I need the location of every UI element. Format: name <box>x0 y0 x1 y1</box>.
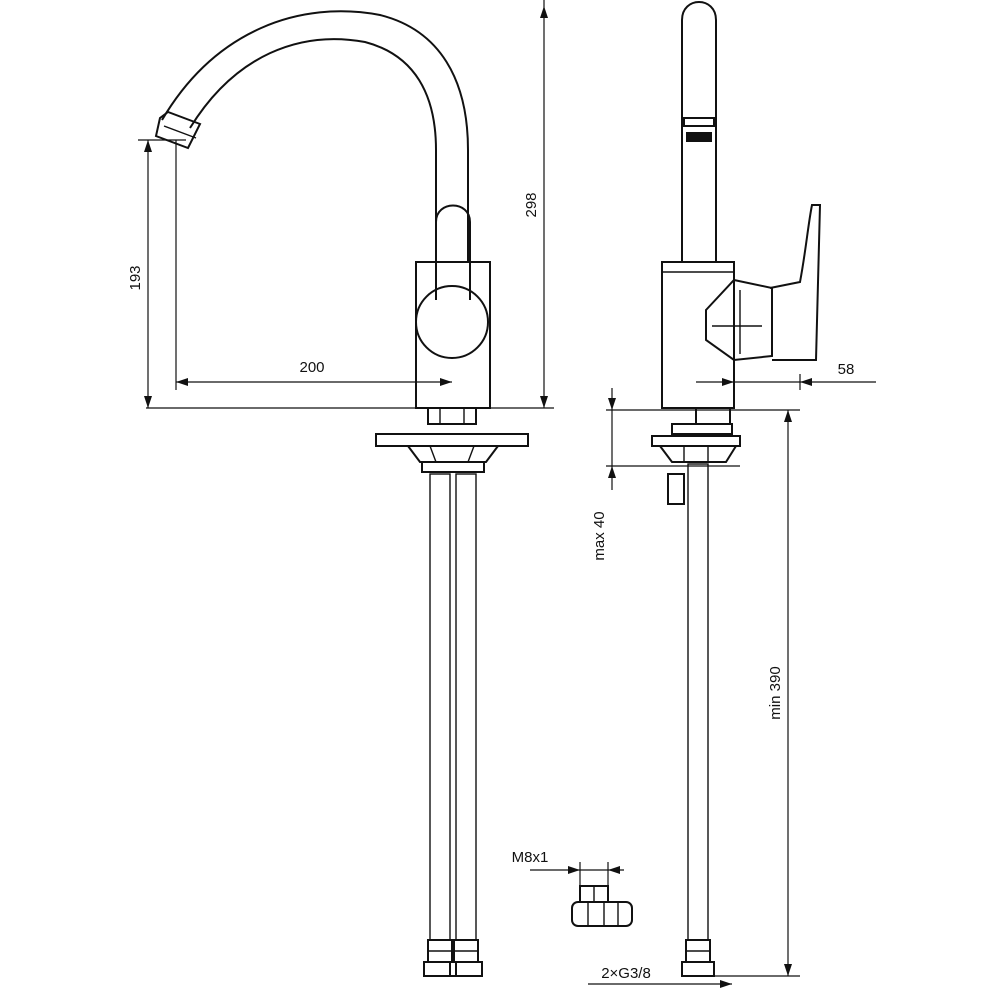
supply-hoses-front <box>423 473 483 977</box>
mounting-plate-side <box>651 435 741 447</box>
connection-label: 2×G3/8 <box>601 965 651 982</box>
max-counter-thickness-label: max 40 <box>591 511 608 560</box>
spout-column <box>681 1 717 262</box>
spout-reach-label: 200 <box>299 359 324 376</box>
side-body <box>661 261 735 409</box>
supply-hose-side <box>681 463 715 977</box>
nut-size-label: M8x1 <box>512 849 549 866</box>
spout-height-label: 193 <box>127 265 144 290</box>
aerator <box>154 110 202 150</box>
spout-inner <box>189 38 437 262</box>
lever-side <box>705 278 773 362</box>
dimension-min-hose-length: min 390 <box>700 410 800 977</box>
dimension-lever-projection: 58 <box>696 361 876 392</box>
spout-outer <box>161 10 469 262</box>
side-view: 58 max 40 min 390 2×G3/8 <box>588 1 876 988</box>
total-height-label: 298 <box>523 192 540 217</box>
dimension-spout-height: 193 <box>127 139 186 408</box>
front-view: 193 200 298 <box>127 0 554 977</box>
lever-projection-label: 58 <box>838 361 855 378</box>
lever-handle <box>435 204 471 300</box>
callout-connection: 2×G3/8 <box>588 965 732 988</box>
fixing-bracket <box>407 445 499 463</box>
dimension-spout-reach: 200 <box>175 140 452 390</box>
dimension-max-counter-thickness: max 40 <box>591 388 616 561</box>
dimension-total-height: 298 <box>146 0 554 409</box>
nut-detail: M8x1 <box>512 849 633 927</box>
lever-hub <box>415 285 489 359</box>
faucet-body <box>415 261 491 409</box>
min-hose-length-label: min 390 <box>767 666 784 719</box>
mounting-plate <box>375 433 529 447</box>
